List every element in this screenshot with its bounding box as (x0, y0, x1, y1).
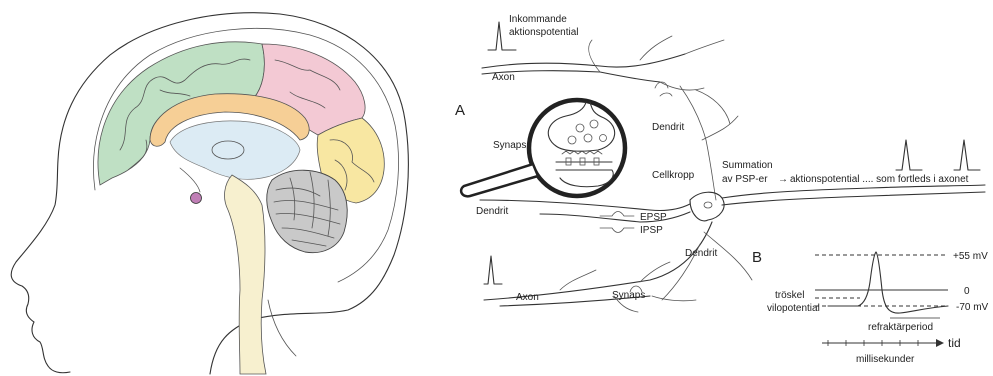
cell-body (690, 192, 724, 221)
epsp-trace (600, 212, 634, 217)
action-potential-curve (828, 252, 948, 313)
summation-label-2: av PSP-er (722, 174, 768, 185)
cell-body-label: Cellkropp (652, 170, 695, 181)
time-label: tid (948, 336, 961, 350)
panel-b-action-potential: B +55 mV 0 -70 mV tröskel vilopotential … (752, 249, 989, 365)
magnifier-lens (529, 100, 625, 196)
spinal-cord-edge (268, 300, 296, 356)
summation-label-1: Summation (722, 160, 773, 171)
brainstem (225, 175, 266, 374)
outgoing-spike-2 (954, 140, 980, 170)
head-brain-illustration (11, 13, 408, 374)
zero-label: 0 (964, 286, 970, 297)
ipsp-label: IPSP (640, 225, 663, 236)
plus55-label: +55 mV (953, 251, 988, 262)
parietal-lobe (252, 44, 365, 135)
incoming-ap-label-1: Inkommande (509, 14, 567, 25)
pituitary-gland (191, 193, 202, 204)
incoming-ap-label-2: aktionspotential (509, 27, 579, 38)
ventricle-region (170, 121, 300, 179)
panel-a-letter: A (455, 102, 465, 119)
refractory-label: refraktärperiod (868, 322, 933, 333)
dendrite-branches-bottom (560, 232, 752, 312)
panel-a-neuron: A Inkommande aktionspotential Axon Synap… (455, 14, 985, 312)
nucleus (704, 202, 712, 208)
synapse-label-bottom: Synaps (612, 290, 645, 301)
resting-potential-label: vilopotential (767, 303, 820, 314)
synapse-label-magnified: Synaps (493, 140, 526, 151)
minus70-label: -70 mV (956, 302, 989, 313)
outgoing-spike-1 (896, 140, 922, 170)
dendrite-label-left: Dendrit (476, 206, 508, 217)
output-ap-label: aktionspotential .... som fortleds i axo… (790, 174, 969, 185)
ipsp-trace (600, 228, 634, 233)
cerebellum (267, 170, 348, 252)
incoming-spike-bottom (484, 256, 502, 284)
magnifier-handle (461, 164, 538, 196)
dendrite-label-top-right: Dendrit (652, 122, 684, 133)
panel-b-letter: B (752, 249, 762, 266)
milliseconds-label: millisekunder (856, 354, 915, 365)
axon-label-top: Axon (492, 72, 515, 83)
threshold-label: tröskel (775, 290, 804, 301)
output-axon (722, 185, 985, 205)
summation-arrow: → (778, 174, 788, 185)
time-axis-arrowhead (936, 339, 944, 347)
epsp-label: EPSP (640, 212, 667, 223)
hypothalamus (180, 168, 200, 192)
axon-label-bottom: Axon (516, 292, 539, 303)
